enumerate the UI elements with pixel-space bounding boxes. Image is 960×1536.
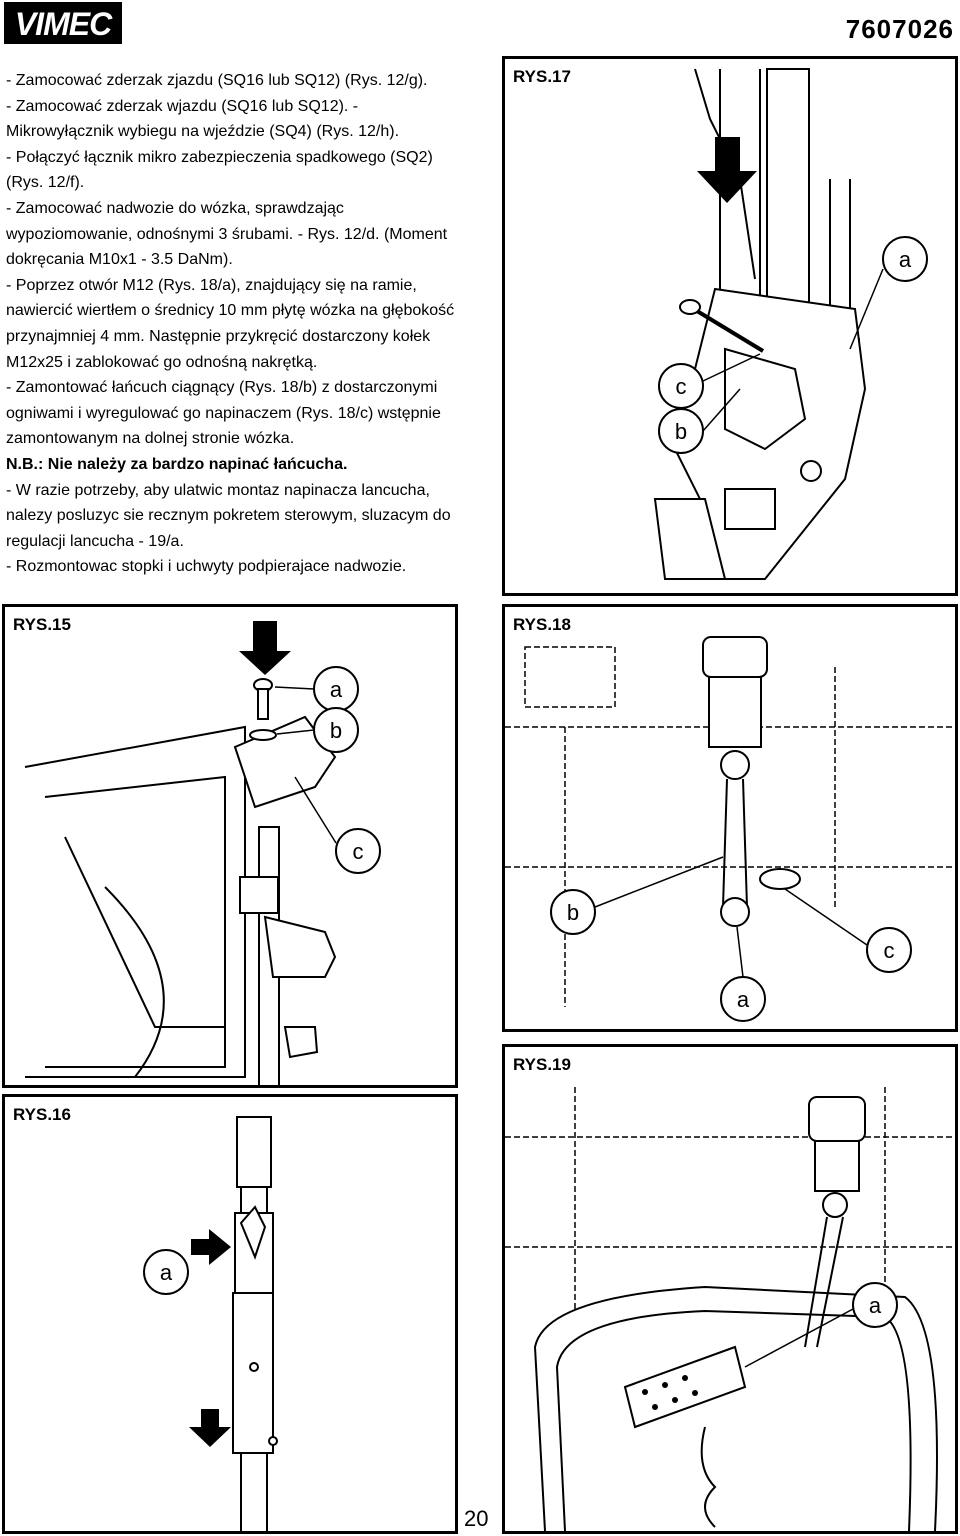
svg-text:b: b — [675, 419, 687, 444]
rys19-callout-a: a — [744, 1282, 898, 1368]
instruction-item: N.B.: Nie należy za bardzo napinać łańcu… — [6, 455, 348, 473]
instruction-item: - Zamocować nadwozie do wózka, sprawdzaj… — [6, 199, 448, 269]
rys18-callout-a: a — [720, 926, 766, 1022]
rys18-drawing: b c a — [505, 636, 955, 1022]
rys15-callout-b: b — [276, 707, 359, 753]
instruction-item: - Zamontować łańcuch ciągnący (Rys. 18/b… — [6, 379, 441, 448]
rys17-label: RYS.17 — [513, 67, 571, 86]
down-arrow-icon — [189, 1409, 231, 1447]
svg-text:b: b — [567, 900, 579, 925]
instructions-text: - Zamocować zderzak zjazdu (SQ16 lub SQ1… — [6, 68, 464, 580]
svg-text:c: c — [676, 374, 687, 399]
instruction-item: - Zamocować zderzak wjazdu (SQ16 lub SQ1… — [6, 97, 400, 141]
rys16-label: RYS.16 — [13, 1105, 71, 1124]
rys19-drawing: a — [505, 1087, 955, 1531]
figure-rys15: a b c RYS.15 — [2, 604, 458, 1088]
rys15-callout-c: c — [294, 776, 381, 874]
figure-rys17: a c b RYS.17 — [502, 56, 958, 596]
rys19-label: RYS.19 — [513, 1055, 571, 1074]
down-arrow-icon — [697, 137, 757, 203]
rys15-drawing: a b c — [24, 621, 381, 1085]
logo-text: VIMEC — [15, 6, 113, 42]
svg-text:c: c — [353, 839, 364, 864]
figure-rys18: b c a RYS.18 — [502, 604, 958, 1032]
right-arrow-icon — [191, 1229, 231, 1265]
svg-text:a: a — [160, 1260, 173, 1285]
rys17-drawing: a c b — [653, 68, 928, 580]
svg-text:c: c — [884, 938, 895, 963]
rys15-label: RYS.15 — [13, 615, 71, 634]
instruction-item: - Rozmontowac stopki i uchwyty podpieraj… — [6, 558, 407, 576]
svg-text:a: a — [899, 247, 912, 272]
rys17-callout-c: c — [658, 353, 761, 409]
instruction-item: - Poprzez otwór M12 (Rys. 18/a), znajduj… — [6, 276, 455, 371]
rys18-label: RYS.18 — [513, 615, 571, 634]
svg-text:b: b — [330, 718, 342, 743]
svg-text:a: a — [737, 987, 750, 1012]
down-arrow-icon — [239, 621, 291, 675]
rys17-callout-a: a — [849, 236, 928, 350]
document-number: 7607026 — [845, 14, 954, 44]
instruction-item: - W razie potrzeby, aby ulatwic montaz n… — [6, 481, 451, 550]
rys15-callout-a: a — [274, 666, 359, 712]
page-number: 20 — [464, 1506, 489, 1531]
instruction-item: - Połączyć łącznik mikro zabezpieczenia … — [6, 148, 433, 192]
figure-rys16: a RYS.16 — [2, 1094, 458, 1534]
rys16-drawing: a — [143, 1116, 278, 1531]
svg-text:a: a — [869, 1293, 882, 1318]
vimec-logo: VIMEC — [4, 2, 122, 44]
figure-rys19: a RYS.19 — [502, 1044, 958, 1534]
instruction-item: - Zamocować zderzak zjazdu (SQ16 lub SQ1… — [6, 72, 428, 89]
svg-text:a: a — [330, 677, 343, 702]
rys18-callout-b: b — [550, 856, 724, 935]
rys18-callout-c: c — [784, 888, 912, 973]
rys17-callout-b: b — [658, 388, 741, 454]
rys16-callout-a: a — [143, 1249, 189, 1295]
